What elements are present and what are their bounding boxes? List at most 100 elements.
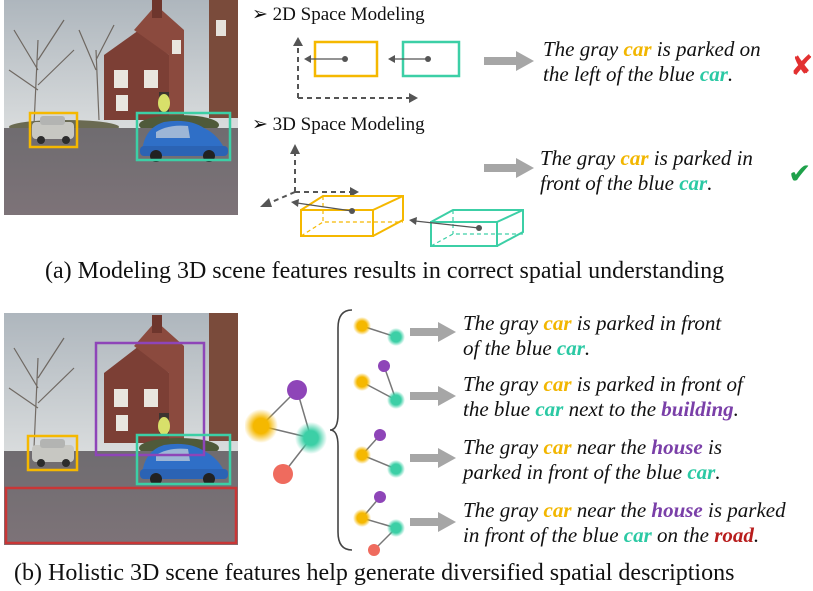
desc-arrow-3 [410,448,456,468]
sentence-text: The gray [463,311,544,335]
blue-car-box-b [135,433,232,486]
result-arrow-2d [484,51,534,71]
incorrect-mark: ✘ [790,49,813,82]
3d-axis-depth [266,191,296,205]
street-photo-a [4,0,238,215]
heading-2d-text: 2D Space Modeling [272,4,425,25]
keyword-car2: car [623,523,652,547]
sentence-text: parked in front of the blue [463,460,688,484]
sentence-text: in front of the blue [463,523,624,547]
sentence-text: . [715,460,721,484]
description-1-line1: The gray car is parked in front [463,311,721,336]
house-box [94,341,206,457]
sentence-text: is parked on [651,37,761,61]
description-1-line2: of the blue car. [463,336,721,361]
sentence-2d-line2: the left of the blue car. [543,62,761,87]
graph-node-blue-car [295,422,327,454]
sentence-text: is parked in front of [571,372,743,396]
description-2-line2: the blue car next to the building. [463,397,743,422]
scene-graph [245,380,327,484]
description-3: The gray car near the house is parked in… [463,435,722,485]
keyword-house: house [651,435,703,459]
description-4-line2: in front of the blue car on the road. [463,523,786,548]
sentence-text: next to the [563,397,662,421]
keyword-road: road [714,523,754,547]
sentence-text: near the [571,435,652,459]
road-box [4,486,238,545]
sentence-text: . [584,336,591,360]
sentence-text: is parked in front [571,311,722,335]
sentence-text: . [753,523,760,547]
description-4: The gray car near the house is parked in… [463,498,786,548]
keyword-house: house [651,498,703,522]
description-4-line1: The gray car near the house is parked [463,498,786,523]
caption-a: (a) Modeling 3D scene features results i… [45,258,725,284]
heading-3d-text: 3D Space Modeling [272,114,425,135]
keyword-car2: car [699,62,728,86]
sentence-text: is parked in [648,146,753,170]
keyword-car1: car [543,498,572,522]
subgraph-3 [353,429,405,478]
keyword-car2: car [535,397,564,421]
description-3-line1: The gray car near the house is [463,435,722,460]
gray-car-box-b [26,434,79,472]
correct-mark: ✔ [788,157,812,190]
3d-diagram [260,144,524,247]
result-arrow-3d [484,158,534,178]
sentence-text: is [702,435,723,459]
heading-arrow-icon: ➢ [252,114,268,135]
sentence-text: . [733,397,739,421]
sentence-text: the blue [463,397,536,421]
sentence-text: The gray [463,498,544,522]
graph-node-road [273,464,293,484]
keyword-car1: car [543,372,572,396]
3d-gray-car-cuboid [300,195,404,237]
sentence-text: on the [651,523,715,547]
desc-arrow-2 [410,386,456,406]
sentence-text: The gray [463,435,544,459]
subgraph-2 [353,360,405,409]
description-2: The gray car is parked in front of the b… [463,372,743,422]
desc-arrow-1 [410,322,456,342]
graph-node-gray-car [245,409,278,443]
description-2-line1: The gray car is parked in front of [463,372,743,397]
sentence-text: of the blue [463,336,557,360]
sentence-2d: The gray car is parked on the left of th… [543,37,761,87]
caption-b: (b) Holistic 3D scene features help gene… [14,560,735,586]
sentence-text: front of the blue [540,171,680,195]
sentence-3d-line1: The gray car is parked in [540,146,753,171]
desc-arrow-4 [410,512,456,532]
sentence-3d: The gray car is parked in front of the b… [540,146,753,196]
keyword-car1: car [543,435,572,459]
sentence-2d-line1: The gray car is parked on [543,37,761,62]
sentence-text: The gray [463,372,544,396]
3d-blue-car-cuboid [430,209,524,247]
heading-arrow-icon: ➢ [252,4,268,25]
heading-2d-modeling: ➢ 2D Space Modeling [252,3,425,26]
street-scene-illustration [4,0,238,215]
graph-node-house [287,380,307,400]
keyword-car2: car [679,171,708,195]
keyword-house: building [661,397,734,421]
sentence-text: . [727,62,734,86]
description-1: The gray car is parked in front of the b… [463,311,721,361]
blue-car-box [135,111,232,162]
keyword-car1: car [623,37,652,61]
street-scene-illustration-b [4,313,238,545]
gray-car-box [28,111,79,149]
sentence-text: near the [571,498,652,522]
2d-diagram [293,37,461,103]
curly-brace [329,309,353,551]
street-photo-b [4,313,238,545]
description-3-line2: parked in front of the blue car. [463,460,722,485]
keyword-car1: car [543,311,572,335]
subgraph-4 [353,491,405,556]
keyword-car1: car [620,146,649,170]
sentence-3d-line2: front of the blue car. [540,171,753,196]
sentence-text: . [707,171,713,195]
heading-3d-modeling: ➢ 3D Space Modeling [252,113,425,136]
sentence-text: is parked [702,498,786,522]
subgraph-1 [353,317,405,346]
sentence-text: The gray [540,146,621,170]
sentence-text: The gray [543,37,624,61]
